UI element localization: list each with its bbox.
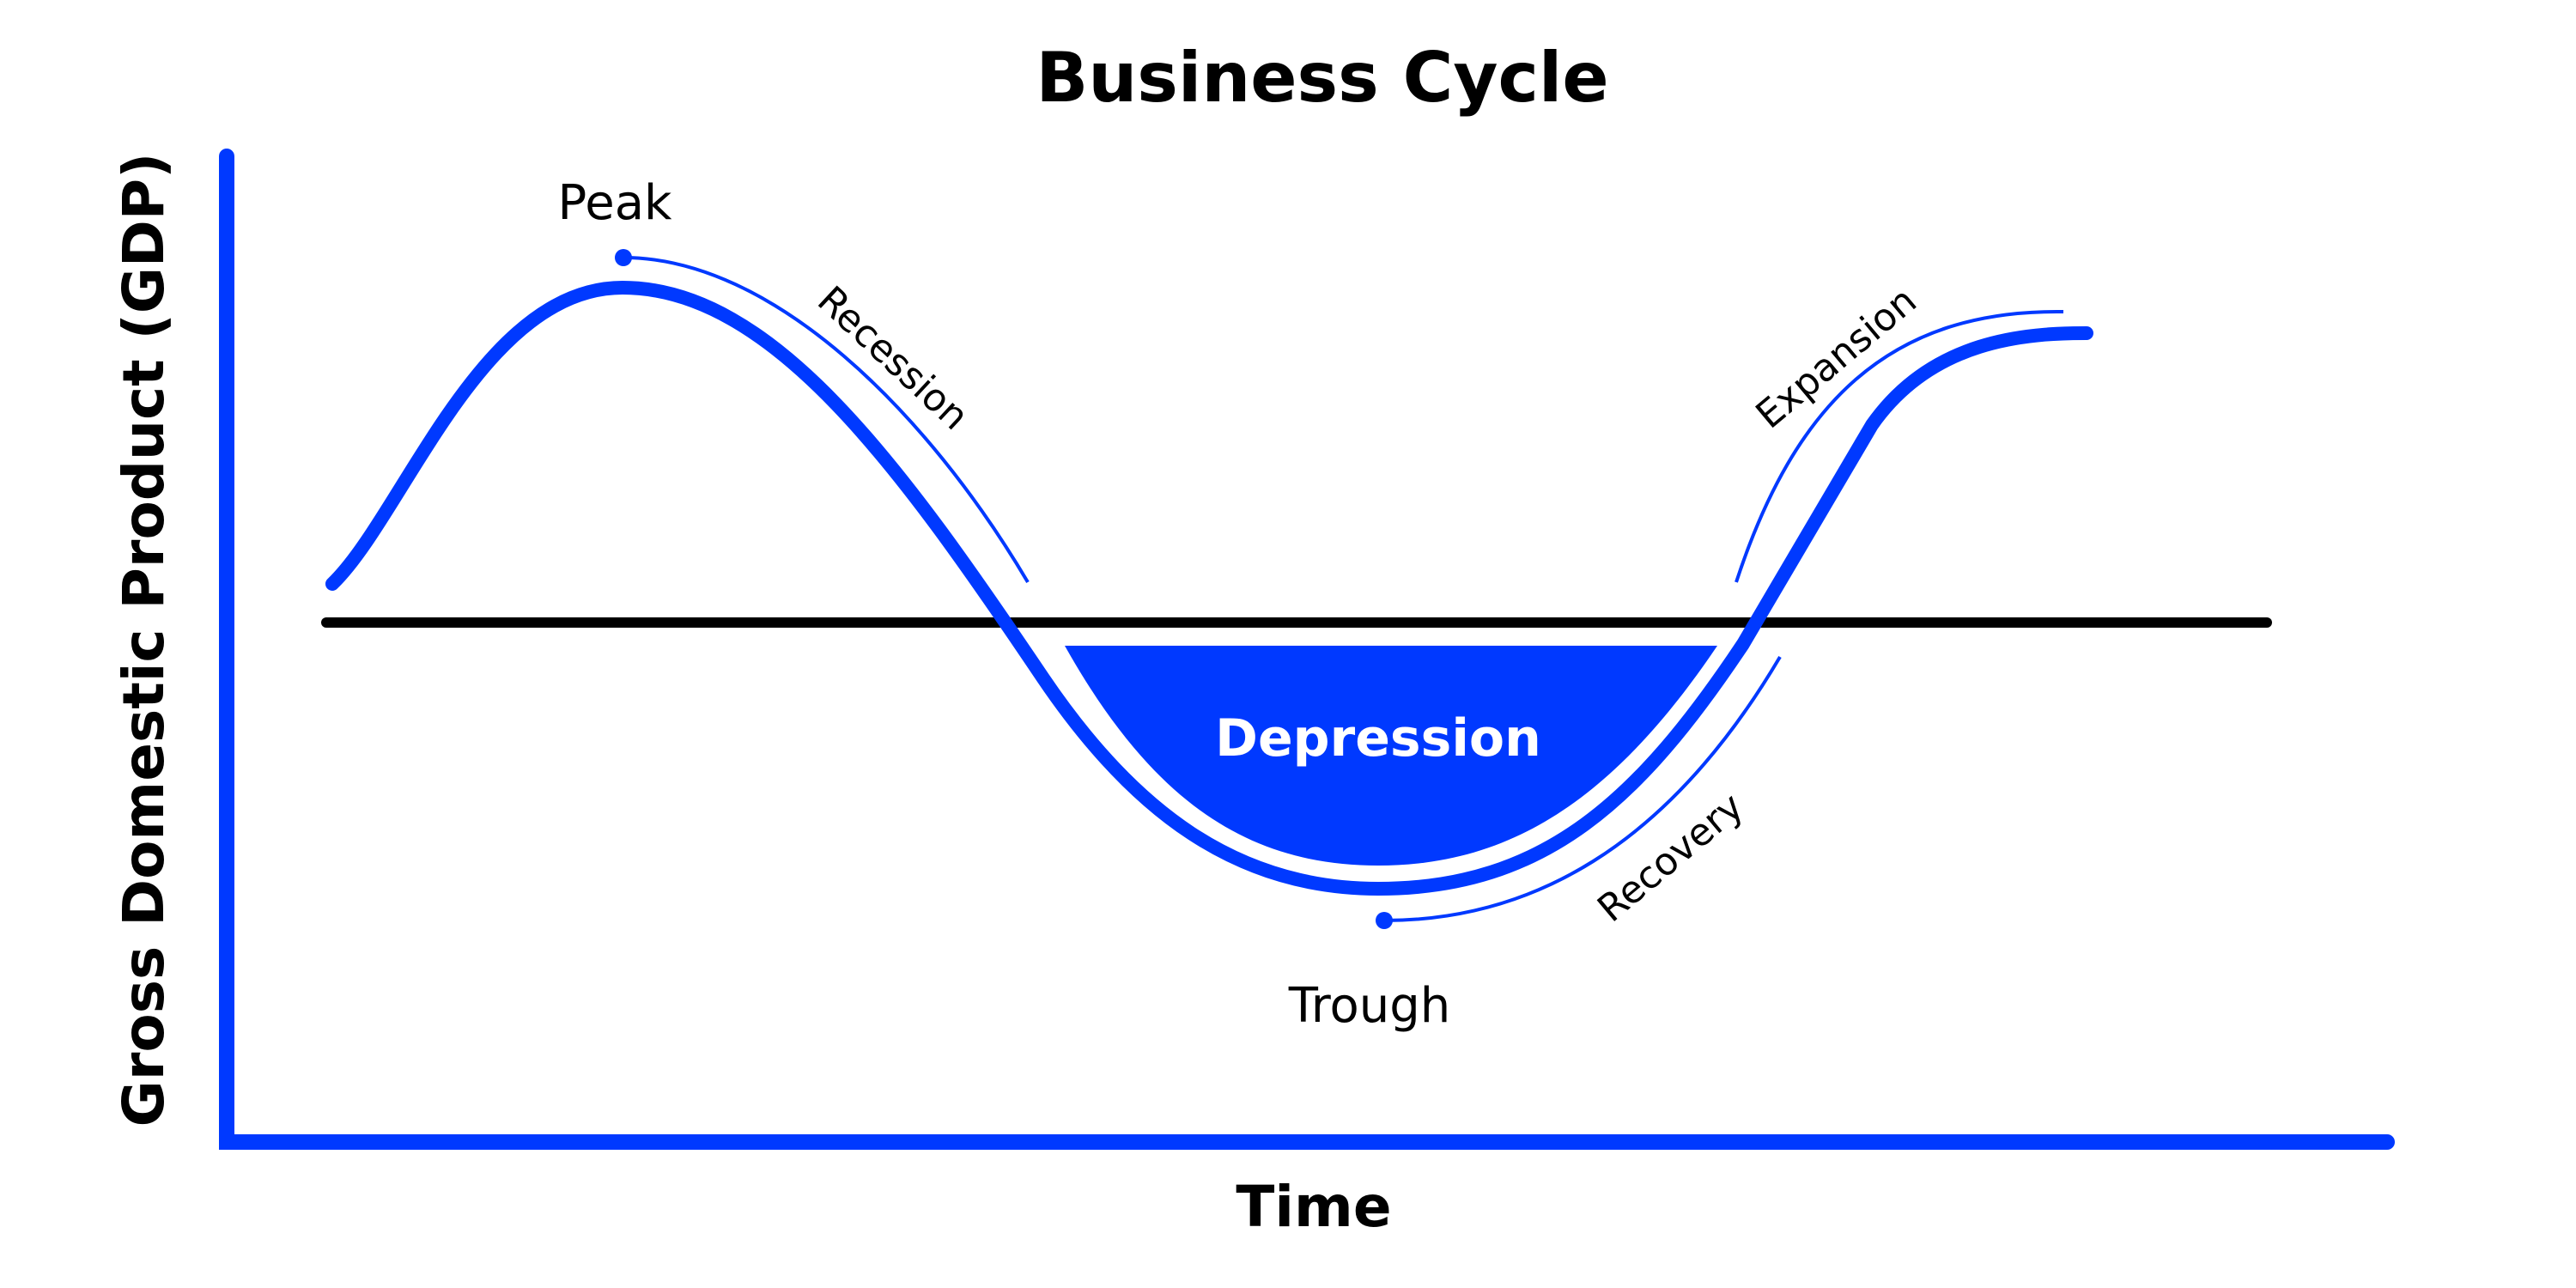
- recession-phase-line: [623, 256, 1030, 584]
- expansion-label: Expansion: [1748, 279, 1925, 438]
- peak-label: Peak: [558, 175, 673, 231]
- depression-area: [1065, 646, 1717, 866]
- x-axis-label: Time: [1236, 1174, 1391, 1240]
- expansion-phase-line: [1735, 309, 2064, 583]
- peak-marker: [615, 249, 632, 266]
- axes: [219, 149, 2395, 1150]
- depression-label: Depression: [1215, 708, 1541, 769]
- y-axis-label: Gross Domestic Product (GDP): [111, 153, 177, 1127]
- recovery-phase-line: [1383, 655, 1782, 922]
- diagram-title: Business Cycle: [1036, 38, 1608, 118]
- trough-label: Trough: [1288, 978, 1451, 1034]
- business-cycle-curve: [325, 281, 2093, 896]
- recession-label: Recession: [809, 278, 977, 439]
- trough-marker: [1376, 912, 1393, 929]
